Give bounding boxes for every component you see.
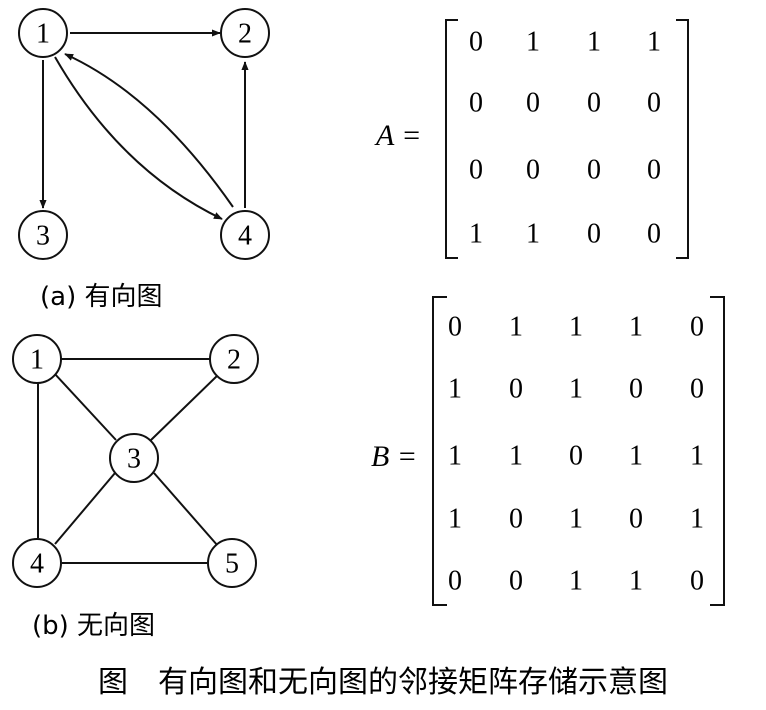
edge-1-to-4 (54, 56, 223, 220)
matrix-b-cell: 0 (629, 374, 643, 405)
matrix-b-cell: 0 (509, 566, 523, 597)
matrix-a-cells: 0 1 1 1 0 0 0 0 0 0 0 0 1 1 0 0 (469, 27, 661, 250)
directed-node-4: 4 (220, 210, 270, 260)
undirected-node-3-label: 3 (127, 444, 141, 475)
matrix-a-cell: 1 (526, 219, 540, 250)
directed-node-4-label: 4 (238, 221, 252, 252)
matrix-b-right-bracket (710, 296, 725, 606)
matrix-a-cell: 1 (469, 219, 483, 250)
matrix-a-cell: 1 (526, 27, 540, 58)
edge-4-to-1 (64, 53, 234, 208)
undirected-node-4-label: 4 (30, 549, 44, 580)
matrix-a-cell: 0 (526, 88, 540, 119)
figure-caption: 图 有向图和无向图的邻接矩阵存储示意图 (98, 665, 668, 700)
undirected-node-3: 3 (109, 433, 159, 483)
matrix-a-left-bracket (445, 19, 458, 259)
matrix-b-cell: 1 (629, 566, 643, 597)
matrix-b-cell: 1 (569, 504, 583, 535)
edge-1-3 (53, 372, 117, 441)
undirected-caption: (b) 无向图 (32, 611, 155, 641)
matrix-b-cell: 1 (569, 374, 583, 405)
matrix-b-left-bracket (432, 296, 447, 606)
matrix-a-cell: 0 (647, 155, 661, 186)
matrix-a-right-bracket (676, 19, 689, 259)
matrix-b-cell: 1 (569, 312, 583, 343)
directed-caption: (a) 有向图 (40, 282, 163, 312)
matrix-a-cell: 0 (647, 219, 661, 250)
matrix-b-cells: 0 1 1 1 0 1 0 1 0 0 1 1 0 1 1 1 0 1 0 1 … (448, 312, 704, 597)
matrix-b-cell: 1 (509, 441, 523, 472)
matrix-b-cell: 1 (629, 441, 643, 472)
matrix-a-cell: 0 (526, 155, 540, 186)
undirected-node-1-label: 1 (30, 345, 44, 376)
matrix-a-cell: 0 (469, 88, 483, 119)
matrix-b-cell: 0 (509, 374, 523, 405)
matrix-b-cell: 1 (569, 566, 583, 597)
matrix-a-cell: 0 (647, 88, 661, 119)
matrix-a-cell: 0 (587, 155, 601, 186)
directed-node-3: 3 (18, 210, 68, 260)
matrix-b-cell: 1 (690, 441, 704, 472)
directed-node-2: 2 (220, 8, 270, 58)
matrix-b-cell: 1 (690, 504, 704, 535)
matrix-b-cell: 0 (509, 504, 523, 535)
undirected-graph: 1 2 3 4 5 (b) 无向图 (12, 334, 259, 641)
matrix-b-cell: 1 (509, 312, 523, 343)
undirected-node-1: 1 (12, 334, 62, 384)
matrix-b-cell: 0 (690, 374, 704, 405)
directed-node-3-label: 3 (36, 221, 50, 252)
undirected-node-4: 4 (12, 538, 62, 588)
undirected-node-5: 5 (207, 538, 257, 588)
matrix-a-cell: 0 (469, 27, 483, 58)
undirected-node-5-label: 5 (225, 549, 239, 580)
matrix-b-cell: 0 (448, 312, 462, 343)
matrix-a-cell: 0 (587, 88, 601, 119)
matrix-a-name: A = (374, 119, 422, 152)
matrix-b-cell: 1 (629, 312, 643, 343)
matrix-b-cell: 1 (448, 441, 462, 472)
matrix-b-cell: 0 (629, 504, 643, 535)
directed-node-2-label: 2 (238, 19, 252, 50)
matrix-b-cell: 0 (448, 566, 462, 597)
matrix-b-cell: 0 (690, 566, 704, 597)
matrix-b-cell: 1 (448, 504, 462, 535)
edge-3-5 (153, 472, 219, 547)
undirected-node-2-label: 2 (227, 345, 241, 376)
directed-node-1-label: 1 (36, 19, 50, 50)
matrix-a-cell: 0 (587, 219, 601, 250)
matrix-b: B = 0 1 1 1 0 1 0 1 0 0 1 1 0 1 1 1 0 1 … (371, 296, 725, 606)
undirected-node-2: 2 (209, 334, 259, 384)
directed-graph: 1 2 3 4 (a) 有向图 (18, 8, 270, 312)
matrix-b-cell: 0 (569, 441, 583, 472)
matrix-a-cell: 1 (587, 27, 601, 58)
edge-2-3 (150, 373, 220, 441)
matrix-a: A = 0 1 1 1 0 0 0 0 0 0 0 0 1 1 0 0 (374, 19, 689, 259)
edge-3-4 (54, 472, 116, 545)
matrix-b-cell: 0 (690, 312, 704, 343)
matrix-a-cell: 0 (469, 155, 483, 186)
matrix-a-cell: 1 (647, 27, 661, 58)
matrix-b-name: B = (371, 440, 417, 473)
matrix-b-cell: 1 (448, 374, 462, 405)
directed-node-1: 1 (18, 8, 68, 58)
